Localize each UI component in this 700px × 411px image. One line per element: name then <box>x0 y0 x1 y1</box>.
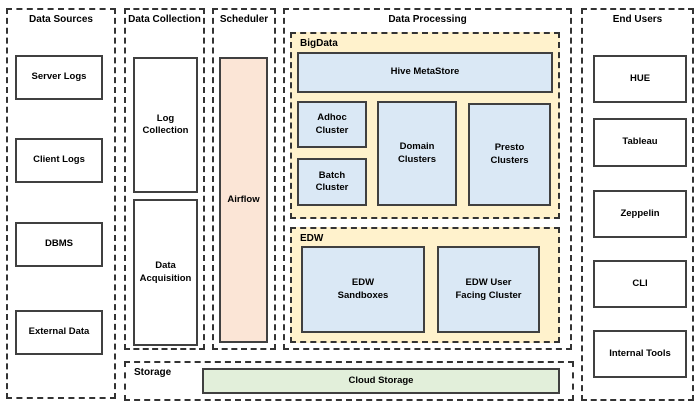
node-hive-metastore: Hive MetaStore <box>297 52 553 93</box>
panel-data-collection: Data Collection Log Collection Data Acqu… <box>124 8 205 350</box>
panel-title-data-collection: Data Collection <box>128 14 201 25</box>
node-label: Internal Tools <box>609 347 671 359</box>
panel-storage: Storage Cloud Storage <box>124 361 574 401</box>
panel-data-sources: Data Sources Server Logs Client Logs DBM… <box>6 8 116 399</box>
node-label: Hive MetaStore <box>390 66 460 78</box>
node-data-acquisition: Data Acquisition <box>133 199 198 346</box>
group-bigdata: BigData Hive MetaStore Adhoc Cluster Bat… <box>290 32 560 219</box>
group-edw: EDW EDW Sandboxes EDW User Facing Cluste… <box>290 227 560 343</box>
panel-scheduler: Scheduler Airflow <box>212 8 276 350</box>
node-label: Log Collection <box>142 112 189 136</box>
node-cloud-storage: Cloud Storage <box>202 368 560 394</box>
node-label: Server Logs <box>31 71 87 83</box>
node-label: Presto Clusters <box>490 142 529 166</box>
panel-data-processing: Data Processing BigData Hive MetaStore A… <box>283 8 572 350</box>
node-tableau: Tableau <box>593 118 687 167</box>
node-external-data: External Data <box>15 310 103 355</box>
node-internal-tools: Internal Tools <box>593 330 687 378</box>
node-edw-sandboxes: EDW Sandboxes <box>301 246 425 333</box>
node-label: Domain Clusters <box>397 141 436 165</box>
node-label: EDW Sandboxes <box>337 277 389 301</box>
node-label: Cloud Storage <box>348 374 414 386</box>
node-hue: HUE <box>593 55 687 103</box>
node-label: Zeppelin <box>620 207 660 219</box>
node-label: HUE <box>629 72 651 84</box>
panel-end-users: End Users HUE Tableau Zeppelin CLI Inter… <box>581 8 694 401</box>
panel-title-scheduler: Scheduler <box>219 14 269 25</box>
node-server-logs: Server Logs <box>15 55 103 100</box>
node-presto-clusters: Presto Clusters <box>468 103 551 206</box>
node-airflow: Airflow <box>219 57 268 343</box>
node-label: Data Acquisition <box>139 260 192 284</box>
node-edw-user-facing-cluster: EDW User Facing Cluster <box>437 246 540 333</box>
node-label: EDW User Facing Cluster <box>455 277 522 301</box>
node-label: Airflow <box>227 193 260 205</box>
node-zeppelin: Zeppelin <box>593 190 687 238</box>
node-label: Batch Cluster <box>315 169 349 193</box>
node-batch-cluster: Batch Cluster <box>297 158 367 206</box>
node-log-collection: Log Collection <box>133 57 198 193</box>
node-label: Client Logs <box>33 154 85 166</box>
panel-title-data-processing: Data Processing <box>388 14 467 25</box>
node-label: Tableau <box>622 136 658 148</box>
group-title-edw: EDW <box>300 233 324 244</box>
node-label: External Data <box>28 326 90 338</box>
node-cli: CLI <box>593 260 687 308</box>
panel-title-storage: Storage <box>134 367 172 378</box>
node-label: Adhoc Cluster <box>315 112 349 136</box>
node-dbms: DBMS <box>15 222 103 267</box>
node-label: DBMS <box>45 238 73 250</box>
node-client-logs: Client Logs <box>15 138 103 183</box>
group-title-bigdata: BigData <box>300 38 338 49</box>
node-label: CLI <box>632 277 648 289</box>
panel-title-data-sources: Data Sources <box>29 14 93 25</box>
node-adhoc-cluster: Adhoc Cluster <box>297 101 367 148</box>
node-domain-clusters: Domain Clusters <box>377 101 457 206</box>
panel-title-end-users: End Users <box>612 14 663 25</box>
